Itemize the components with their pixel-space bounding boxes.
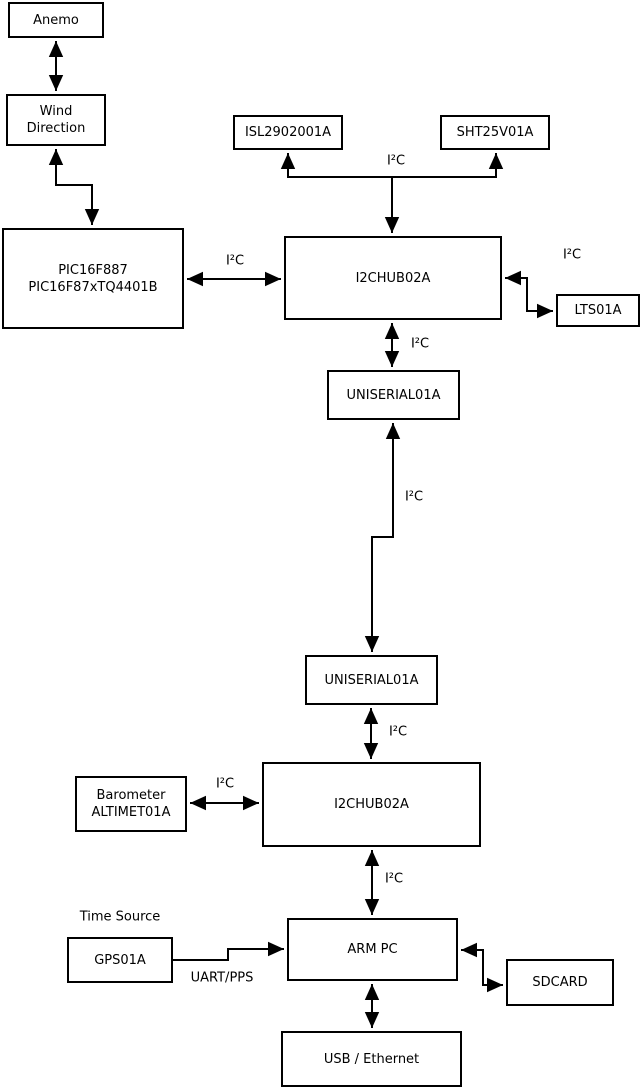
node-sdcard-label: SDCARD <box>532 975 588 990</box>
node-barometer-line2: ALTIMET01A <box>91 805 171 820</box>
node-barometer-line1: Barometer <box>96 788 166 803</box>
node-i2chub02a-2-label: I2CHUB02A <box>334 797 409 812</box>
node-pic-line2: PIC16F87xTQ4401B <box>28 279 158 295</box>
edge-armpc-sdcard <box>461 942 503 993</box>
node-uniserial01a-2-label: UNISERIAL01A <box>324 672 419 688</box>
node-gps01a-label: GPS01A <box>94 952 146 968</box>
node-barometer-altimet01a: Barometer ALTIMET01A <box>75 776 187 832</box>
edge-uniserial1-uniserial2 <box>364 423 401 652</box>
bus-label-i2c-top: I²C <box>385 153 407 169</box>
bus-label-i2c-hub1-uniserial1: I²C <box>409 336 431 352</box>
node-arm-pc-label: ARM PC <box>347 942 398 957</box>
node-wind-direction-line2: Direction <box>26 121 86 136</box>
bus-label-i2c-uniserial1-uniserial2: I²C <box>403 489 425 505</box>
bus-label-i2c-hub2-armpc: I²C <box>383 871 405 887</box>
node-sht25v01a: SHT25V01A <box>440 115 550 150</box>
edge-gps-armpc <box>173 941 284 961</box>
node-arm-pc: ARM PC <box>287 918 458 981</box>
node-sdcard: SDCARD <box>506 959 614 1006</box>
node-i2chub02a-2: I2CHUB02A <box>262 762 481 847</box>
bus-label-i2c-lts: I²C <box>561 247 583 263</box>
bus-label-i2c-barometer-hub2: I²C <box>214 776 236 792</box>
node-usb-ethernet: USB / Ethernet <box>281 1031 462 1087</box>
bus-label-i2c-uniserial2-hub2: I²C <box>387 724 409 740</box>
node-gps01a: GPS01A <box>67 937 173 983</box>
node-uniserial01a-2: UNISERIAL01A <box>305 655 438 705</box>
node-usb-ethernet-label: USB / Ethernet <box>323 1051 420 1067</box>
node-wind-direction: Wind Direction <box>6 94 106 146</box>
bus-label-i2c-pic-hub1: I²C <box>224 253 246 269</box>
node-pic-line1: PIC16F887 <box>58 262 128 278</box>
node-pic: PIC16F887 PIC16F87xTQ4401B <box>2 228 184 329</box>
node-isl2902001a-label: ISL2902001A <box>244 125 332 140</box>
node-lts01a-label: LTS01A <box>574 303 622 318</box>
node-isl2902001a: ISL2902001A <box>233 115 343 150</box>
node-i2chub02a-1: I2CHUB02A <box>284 236 502 320</box>
edge-wind-pic <box>48 149 100 225</box>
node-wind-direction-line1: Wind <box>39 104 73 119</box>
node-i2chub02a-1-label: I2CHUB02A <box>355 270 431 286</box>
node-uniserial01a-1-label: UNISERIAL01A <box>346 387 441 403</box>
node-anemo: Anemo <box>8 2 104 38</box>
label-uart-pps: UART/PPS <box>189 970 255 986</box>
node-lts01a: LTS01A <box>556 294 640 327</box>
node-sht25v01a-label: SHT25V01A <box>456 125 534 140</box>
node-uniserial01a-1: UNISERIAL01A <box>327 370 460 420</box>
edge-hub1-lts <box>505 270 553 319</box>
node-anemo-label: Anemo <box>33 12 79 28</box>
label-time-source: Time Source <box>78 909 162 925</box>
